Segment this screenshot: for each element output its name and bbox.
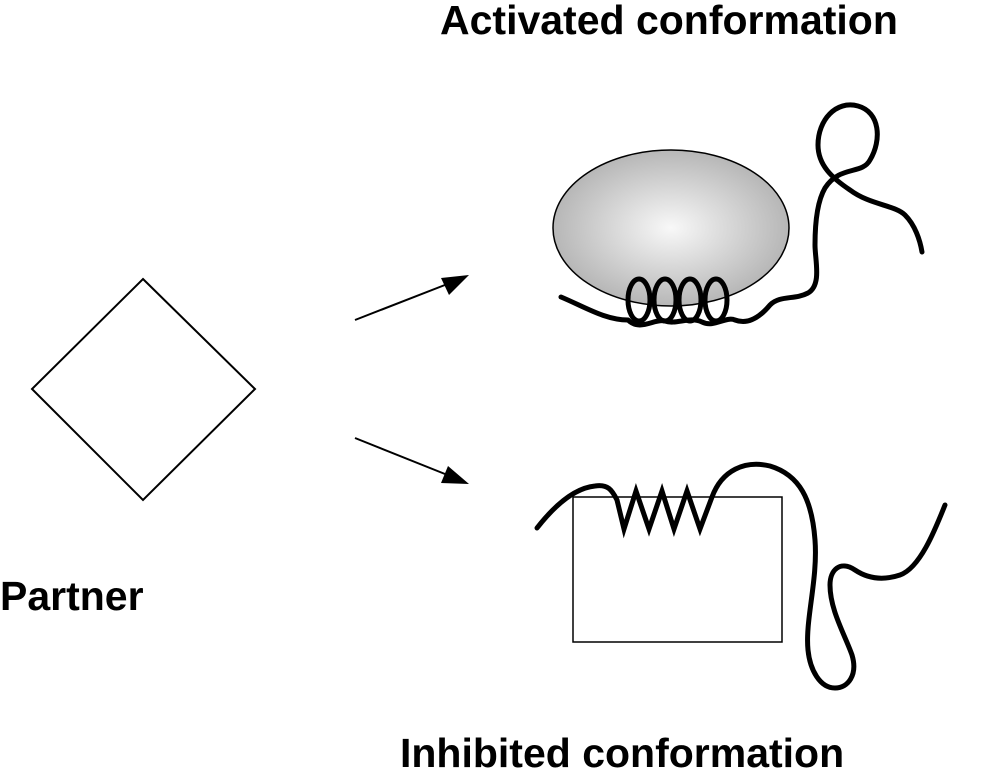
- activated-helix-coil: [625, 276, 737, 328]
- arrow-to-activated: [354, 275, 469, 321]
- activated-domain-ellipse: [552, 149, 790, 307]
- partner-diamond: [30, 277, 257, 502]
- arrow-to-inhibited: [354, 437, 469, 484]
- activated-chain: [558, 102, 925, 324]
- inhibited-protein: [534, 461, 948, 691]
- activated-protein: [552, 102, 925, 328]
- inhibited-chain: [534, 461, 948, 691]
- activated-conformation-label: Activated conformation: [440, 0, 898, 43]
- partner-label: Partner: [0, 573, 144, 619]
- inhibited-conformation-label: Inhibited conformation: [400, 730, 845, 773]
